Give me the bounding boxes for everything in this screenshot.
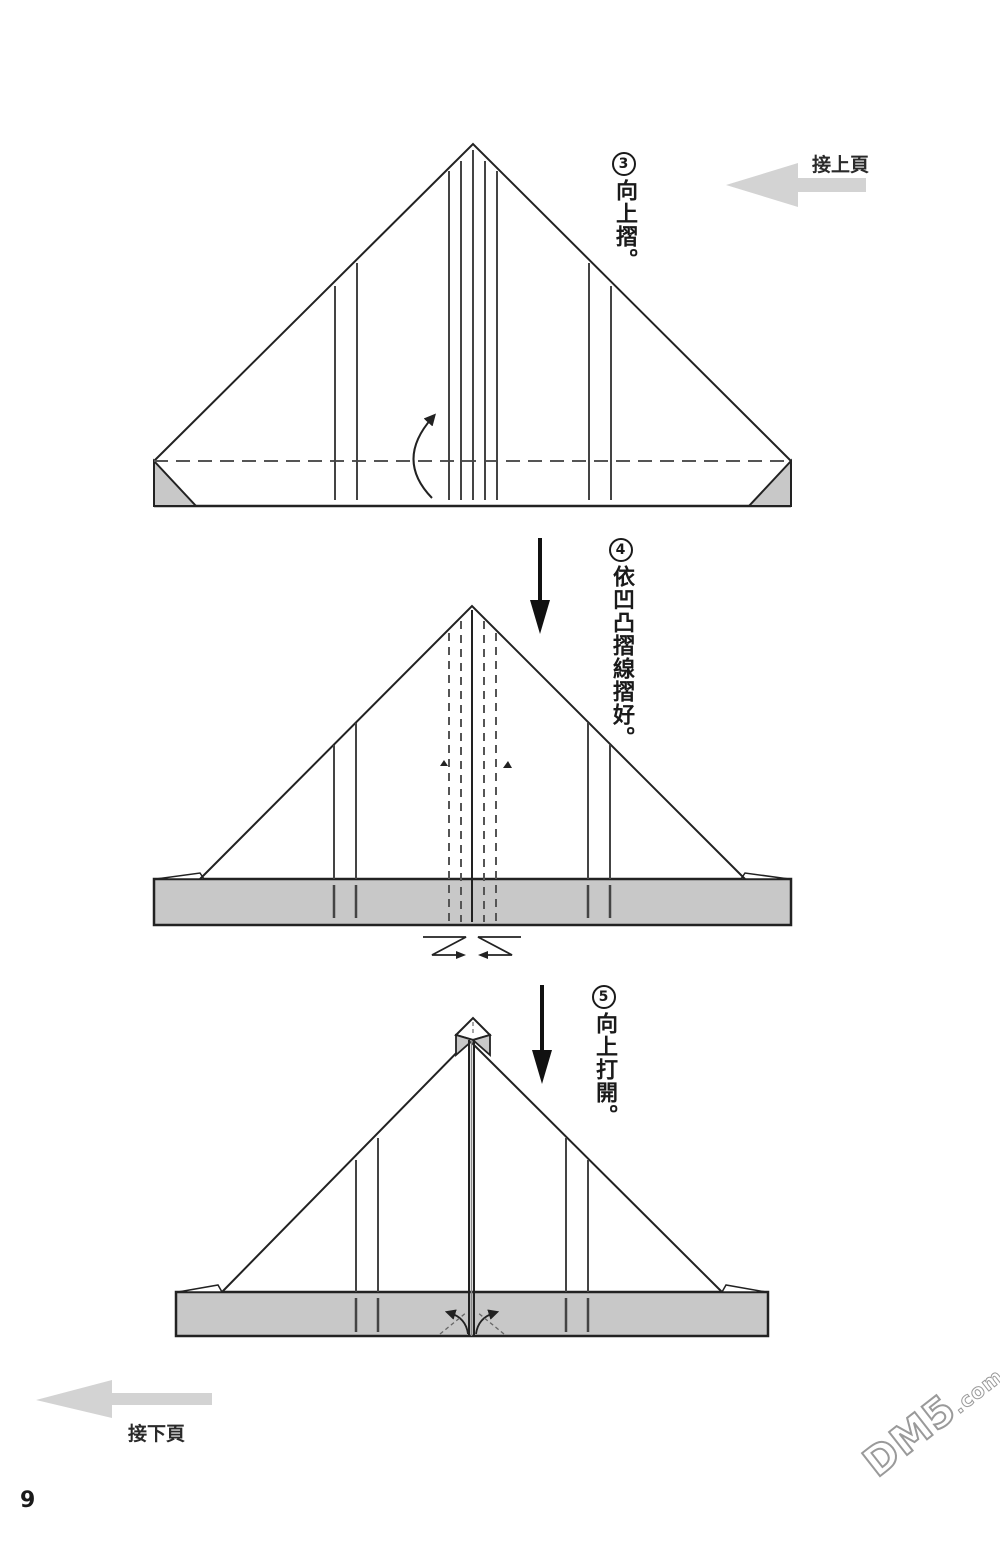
- next-page-label: 接下頁: [128, 1423, 186, 1445]
- page-number: 9: [20, 1488, 36, 1513]
- step3-diagram: [153, 142, 792, 508]
- step-3-number: 3: [612, 152, 636, 176]
- step4-diagram: [152, 604, 793, 959]
- step-4-instruction: 4依凹凸摺線摺好。: [609, 538, 634, 749]
- step-4-number: 4: [609, 538, 633, 562]
- down-arrow-icon: [532, 985, 552, 1084]
- prev-page-arrow-icon: [726, 163, 866, 207]
- step-5-number: 5: [592, 985, 616, 1009]
- step5-diagram: [174, 1016, 770, 1338]
- step-3-instruction: 3向上摺。: [612, 152, 637, 271]
- step-5-instruction: 5向上打開。: [592, 985, 617, 1127]
- prev-page-label: 接上頁: [812, 154, 870, 176]
- next-page-arrow-icon: [36, 1380, 212, 1418]
- down-arrow-icon: [530, 538, 550, 634]
